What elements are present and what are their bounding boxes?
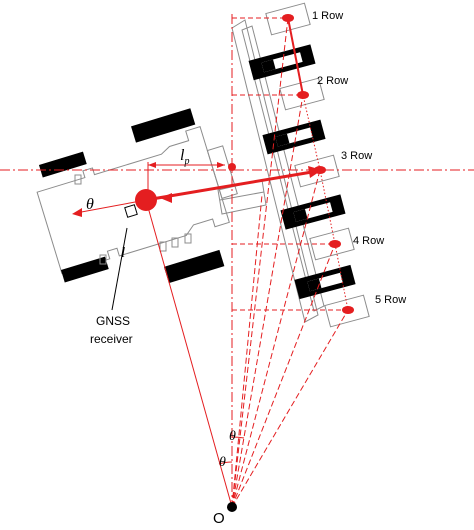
ray-to-row2 xyxy=(231,94,304,508)
heading-arrow xyxy=(72,199,147,217)
planting-unit-3 xyxy=(280,194,346,230)
axis-point xyxy=(228,163,236,171)
rear-left-wheel xyxy=(131,108,196,143)
row-points xyxy=(282,14,354,314)
row5-point xyxy=(342,306,354,314)
rear-right-wheel xyxy=(163,249,225,284)
radius-to-gnss xyxy=(145,199,233,508)
origin-label: O xyxy=(213,510,225,527)
planting-unit-1 xyxy=(248,44,316,81)
theta-lower-label: θ xyxy=(219,455,226,470)
planting-unit-2 xyxy=(262,119,326,155)
gnss-callout-line xyxy=(111,227,128,311)
l-label: l xyxy=(121,245,125,261)
row4-point xyxy=(329,240,341,248)
row4-label: 4 Row xyxy=(353,235,384,247)
row5-box xyxy=(324,294,370,328)
row3-box xyxy=(294,154,340,188)
hull-outline xyxy=(36,126,230,275)
angle-arc-inner xyxy=(218,461,233,465)
angle-arc-outer xyxy=(231,436,245,439)
row1-point xyxy=(282,14,294,22)
gnss-mount xyxy=(124,204,138,218)
gnss-label-line2: receiver xyxy=(90,332,133,346)
boom-frame xyxy=(231,19,319,323)
row4-box xyxy=(309,227,355,261)
planting-units xyxy=(248,44,356,300)
ray-to-row4 xyxy=(231,243,336,508)
theta-upper-label: θ xyxy=(229,429,236,444)
origin-point xyxy=(227,502,237,512)
angle-arcs xyxy=(218,436,245,465)
heading-theta-label: θ xyxy=(86,196,94,213)
geometry-lines xyxy=(0,14,474,508)
ray-to-row3 xyxy=(231,169,321,508)
lp-label: lp xyxy=(180,147,189,167)
front-bumper xyxy=(206,145,238,200)
ray-to-row5 xyxy=(231,309,349,508)
row3-point xyxy=(314,166,326,174)
row3-label: 3 Row xyxy=(341,150,372,162)
ray-to-row1 xyxy=(231,17,289,508)
lp-arrow-left xyxy=(148,162,156,168)
row2-point xyxy=(297,91,309,99)
front-right-wheel xyxy=(60,256,109,283)
row5-label: 5 Row xyxy=(375,294,406,306)
ray-to-hitch xyxy=(231,194,263,508)
planting-unit-4 xyxy=(294,264,356,300)
row2-label: 2 Row xyxy=(317,75,348,87)
front-left-wheel xyxy=(38,151,87,178)
row1-row2-segment xyxy=(287,17,304,96)
wheel-hubs xyxy=(74,174,192,265)
wheels xyxy=(38,108,225,284)
gnss-label-line1: GNSS xyxy=(96,314,130,328)
gnss-receiver-dot xyxy=(135,189,157,211)
row1-label: 1 Row xyxy=(312,10,343,22)
lp-arrow-right xyxy=(217,162,225,168)
